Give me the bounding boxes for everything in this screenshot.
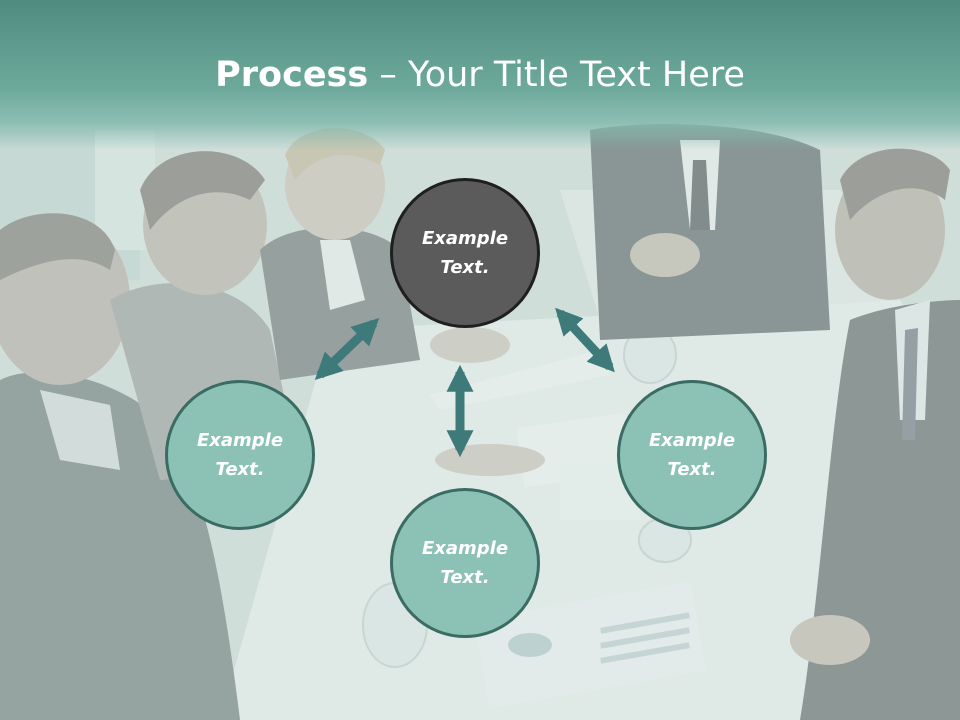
title-band [0,0,960,150]
process-circle-right: Example Text. [617,380,767,530]
circle-right-line1: Example [648,430,736,451]
circle-bottom-line2: Text. [440,567,490,588]
process-circle-left: Example Text. [165,380,315,530]
title-separator: – [368,55,408,95]
circle-top-line2: Text. [440,257,490,278]
process-circle-bottom: Example Text. [390,488,540,638]
process-circle-top: Example Text. [390,178,540,328]
circle-bottom-line1: Example [421,538,509,559]
circle-left-line1: Example [196,430,284,451]
title-rest: Your Title Text Here [407,55,745,95]
circle-top-line1: Example [421,228,509,249]
slide-title: Process – Your Title Text Here [0,52,960,98]
title-bold: Process [215,55,369,95]
circle-right-line2: Text. [667,459,717,480]
circle-left-line2: Text. [215,459,265,480]
